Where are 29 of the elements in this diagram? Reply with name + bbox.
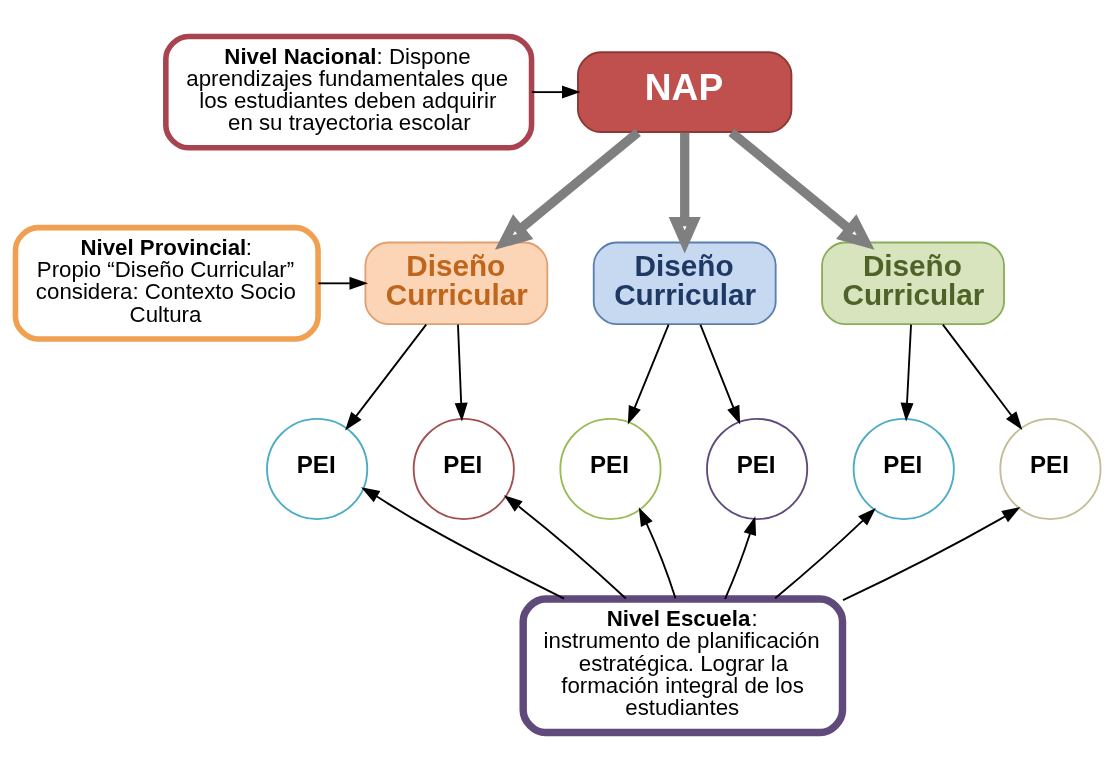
node-box: Diseño Curricular (364, 241, 549, 325)
node-box: Nivel Escuela: instrumento de planificación estratégica. Lograr la formación integral de los estudiantes (519, 594, 847, 736)
arrow (317, 276, 369, 290)
node-circle: PEI (412, 417, 515, 520)
arrow (530, 85, 581, 99)
node-circle: PEI (559, 417, 662, 520)
node-box: NAP (577, 50, 793, 133)
node-circle: PEI (706, 417, 809, 520)
arrow (638, 506, 677, 599)
arrow (724, 515, 757, 600)
node-circle: PEI (852, 417, 955, 520)
arrow (842, 506, 1021, 601)
arrow (503, 494, 627, 599)
node-box: Nivel Nacional: Dispone aprendizajes fundamentales que los estudiantes deben adquirir en su trayectoria escolar (163, 33, 535, 151)
arrow (454, 323, 468, 421)
arrow (361, 486, 566, 600)
arrow (345, 323, 428, 431)
arrow (941, 323, 1023, 430)
arrow (728, 128, 875, 250)
arrow (699, 323, 741, 425)
node-box: Diseño Curricular (592, 241, 777, 325)
arrow (774, 507, 876, 599)
node-box: Nivel Provincial: Propio “Diseño Curricular” considera: Contexto Socio Cultura (12, 224, 321, 342)
arrow (900, 323, 914, 421)
arrow (668, 132, 701, 254)
arrow (494, 128, 641, 250)
node-box: Diseño Curricular (821, 241, 1005, 325)
arrow (627, 323, 670, 425)
node-circle: PEI (266, 417, 369, 520)
